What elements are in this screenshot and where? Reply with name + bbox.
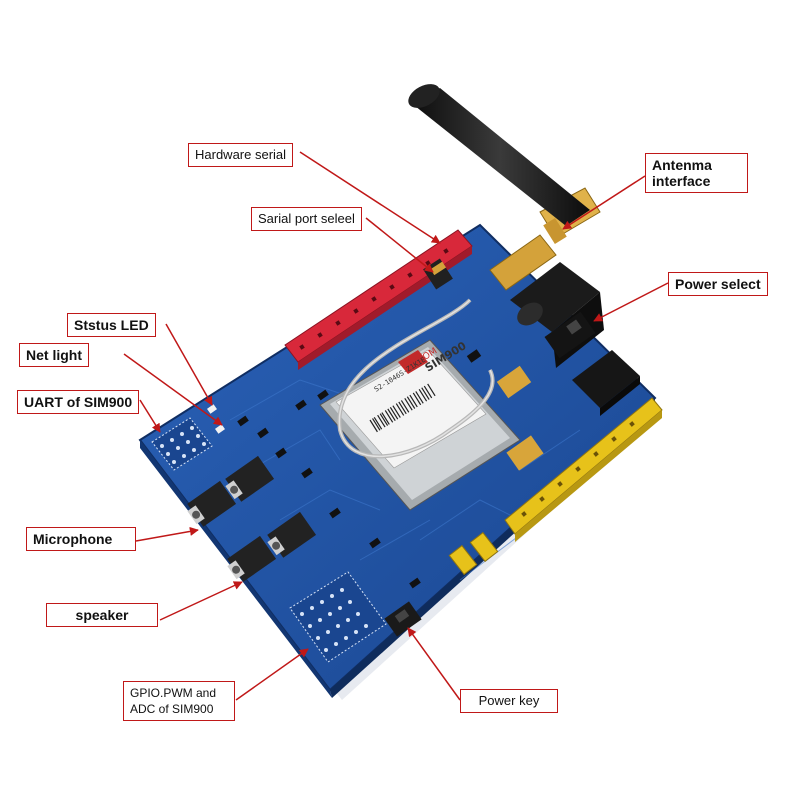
label-net-light-text: Net light [26,347,82,363]
smd-components [237,349,544,589]
gpio-header [289,571,387,663]
label-serial-port-select-text: Sarial port seleel [258,211,355,226]
label-hardware-serial-text: Hardware serial [195,147,287,162]
line-serial-select [365,217,434,273]
label-microphone-text: Microphone [33,531,113,547]
voltage-regulator [572,350,640,416]
power-key-switch [384,601,422,637]
line-power-key [407,627,461,701]
label-uart: UART of SIM900 [17,390,140,414]
line-net-light [123,353,223,426]
label-gpio-line1: GPIO.PWM and [130,686,217,700]
label-power-select-text: Power select [675,276,761,292]
label-antenna-line2: interface [652,173,711,189]
label-gpio-line2: ADC of SIM900 [130,702,214,716]
antenna [408,84,590,226]
label-antenna-line1: Antenma [652,157,712,173]
label-hardware-serial: Hardware serial [188,143,294,167]
label-antenna-interface: Antenma interface [645,153,748,193]
label-power-key: Power key [460,689,558,713]
label-speaker-text: speaker [75,607,129,623]
power-select-switch [544,311,596,359]
line-status-led [165,323,213,406]
label-power-select: Power select [668,272,768,296]
label-gpio: GPIO.PWM and ADC of SIM900 [123,681,235,721]
audio-jacks [187,455,317,582]
line-speaker [159,581,243,621]
line-microphone [135,526,199,542]
uart-header [151,417,213,471]
line-hardware-serial [299,151,441,244]
label-serial-port-select: Sarial port seleel [251,207,362,231]
label-microphone: Microphone [26,527,136,551]
line-uart [139,399,161,433]
module-barcode [369,383,436,433]
yellow-jumpers [448,531,499,576]
label-status-led: Ststus LED [67,313,156,337]
line-antenna [562,175,646,230]
antenna-cable-highlight [338,299,494,458]
label-power-key-text: Power key [478,693,540,708]
label-status-led-text: Ststus LED [74,317,149,333]
yellow-header-right [504,397,663,542]
label-uart-text: UART of SIM900 [24,394,133,410]
line-power-select [593,282,669,322]
status-leds [207,404,225,434]
label-speaker: speaker [46,603,158,627]
line-gpio [235,648,309,701]
label-net-light: Net light [19,343,89,367]
callout-lines [123,151,669,701]
